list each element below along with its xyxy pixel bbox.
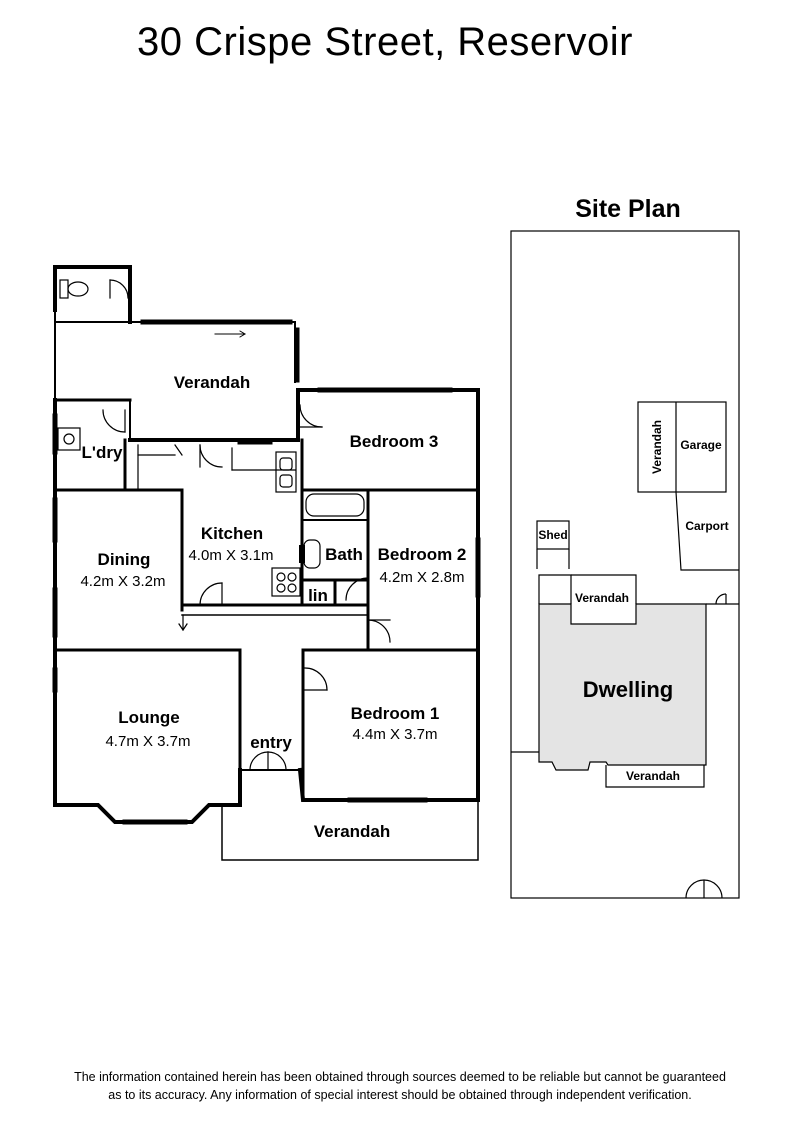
windows xyxy=(52,387,481,825)
room-entry: entry xyxy=(250,733,292,752)
site-label-garage-verandah: Verandah xyxy=(650,420,664,474)
page-title: 30 Crispe Street, Reservoir xyxy=(137,20,633,64)
site-plan-title: Site Plan xyxy=(575,195,681,223)
carport-outline xyxy=(675,491,739,571)
toilet-icon xyxy=(59,279,129,299)
disclaimer-line-1: The information contained herein has bee… xyxy=(74,1070,726,1084)
room-lounge: Lounge xyxy=(118,708,179,727)
room-laundry: L'dry xyxy=(82,443,123,462)
room-bedroom-3: Bedroom 3 xyxy=(350,432,439,451)
site-label-carport: Carport xyxy=(685,519,728,533)
site-boundary xyxy=(510,230,740,899)
dwelling-outline xyxy=(538,603,707,771)
site-label-garage: Garage xyxy=(680,438,722,452)
disclaimer: The information contained herein has bee… xyxy=(40,1068,760,1104)
site-label-verandah-bottom: Verandah xyxy=(626,769,680,783)
room-bedroom-2-size: 4.2m X 2.8m xyxy=(379,569,464,586)
bath-fittings xyxy=(299,493,369,601)
room-dining: Dining xyxy=(98,550,151,569)
room-verandah-front: Verandah xyxy=(314,822,391,841)
shed-outline xyxy=(536,520,570,550)
room-lounge-size: 4.7m X 3.7m xyxy=(105,733,190,750)
garage-outline xyxy=(637,401,727,493)
site-plan xyxy=(510,230,740,899)
site-plan-labels: Garage Verandah Carport Shed Verandah Dw… xyxy=(538,420,728,783)
room-linen: lin xyxy=(308,586,328,605)
site-label-shed: Shed xyxy=(538,528,567,542)
doors xyxy=(94,404,391,771)
disclaimer-line-2: as to its accuracy. Any information of s… xyxy=(108,1088,692,1102)
floor-plan xyxy=(52,265,481,861)
interior-walls xyxy=(53,398,480,802)
kitchen-fittings xyxy=(57,409,301,597)
front-verandah xyxy=(221,799,479,861)
floor-plan-labels: Verandah L'dry Bedroom 3 Kitchen 4.0m X … xyxy=(80,373,466,841)
room-bedroom-1: Bedroom 1 xyxy=(351,704,440,723)
room-kitchen-size: 4.0m X 3.1m xyxy=(188,547,273,564)
room-bedroom-2: Bedroom 2 xyxy=(378,545,467,564)
site-label-dwelling: Dwelling xyxy=(583,677,673,702)
room-verandah-rear: Verandah xyxy=(174,373,251,392)
room-kitchen: Kitchen xyxy=(201,524,263,543)
site-label-verandah-top: Verandah xyxy=(575,591,629,605)
room-bath: Bath xyxy=(325,545,363,564)
room-bedroom-1-size: 4.4m X 3.7m xyxy=(352,726,437,743)
room-dining-size: 4.2m X 3.2m xyxy=(80,573,165,590)
